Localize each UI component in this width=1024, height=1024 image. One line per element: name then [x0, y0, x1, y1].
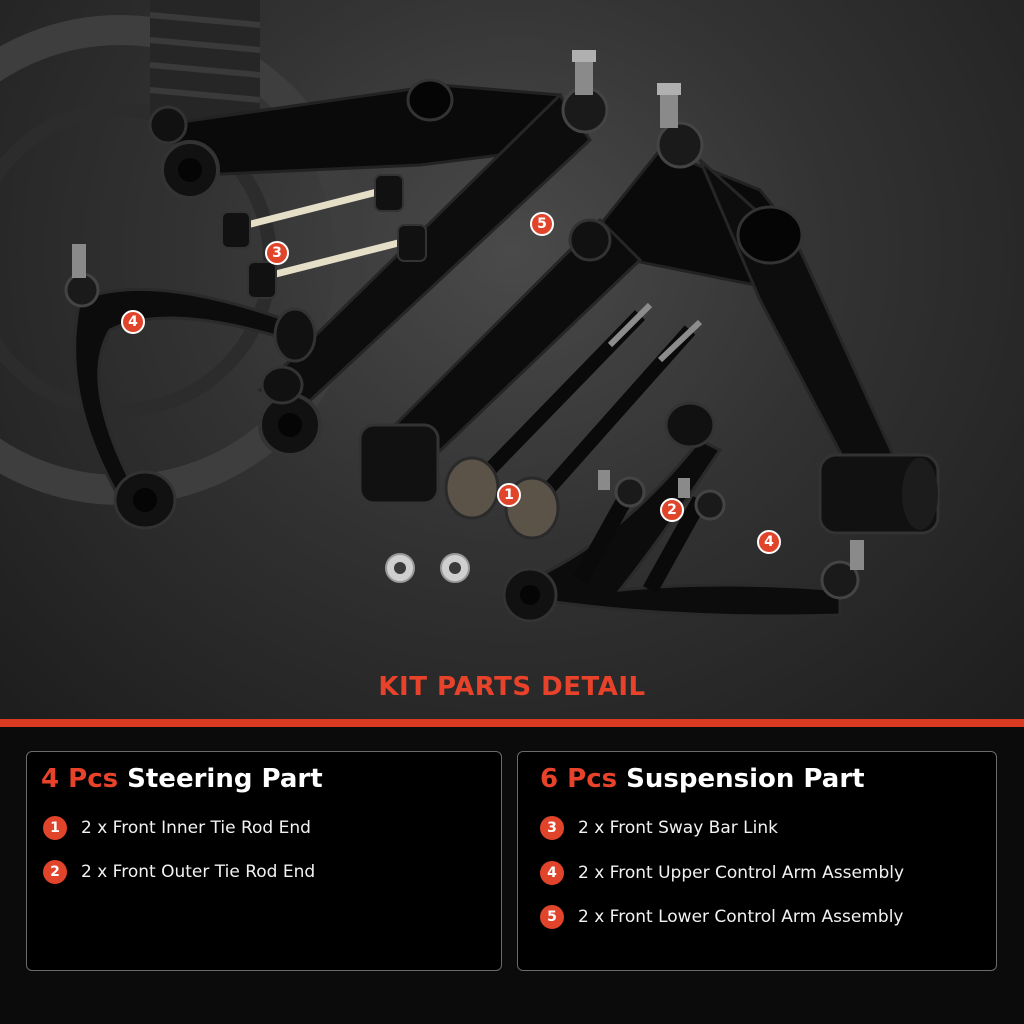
steering-panel: 4 Pcs Steering Part 1 2 x Front Inner Ti… — [26, 751, 502, 971]
section-title: KIT PARTS DETAIL — [378, 672, 646, 702]
list-item-text: 2 x Front Lower Control Arm Assembly — [578, 907, 904, 927]
lower-control-arm-right — [358, 83, 940, 535]
number-badge: 1 — [43, 816, 67, 840]
callout-badge: 5 — [530, 212, 554, 236]
sway-bar-links — [221, 174, 427, 299]
callout-badge: 1 — [497, 483, 521, 507]
upper-control-arm-right — [502, 401, 864, 623]
number-badge: 2 — [43, 860, 67, 884]
callout-badge: 4 — [121, 310, 145, 334]
lock-washers — [385, 553, 470, 583]
steering-label: Steering Part — [127, 764, 323, 794]
callout-badge: 3 — [265, 241, 289, 265]
outer-tie-rods — [573, 470, 726, 594]
suspension-label: Suspension Part — [626, 764, 865, 794]
suspension-panel: 6 Pcs Suspension Part 3 2 x Front Sway B… — [517, 751, 997, 971]
suspension-panel-title: 6 Pcs Suspension Part — [540, 764, 865, 794]
list-item: 3 2 x Front Sway Bar Link — [540, 815, 778, 841]
number-badge: 5 — [540, 905, 564, 929]
steering-panel-title: 4 Pcs Steering Part — [41, 764, 323, 794]
number-badge: 4 — [540, 861, 564, 885]
list-item: 4 2 x Front Upper Control Arm Assembly — [540, 860, 904, 886]
steering-count: 4 Pcs — [41, 764, 119, 794]
list-item: 1 2 x Front Inner Tie Rod End — [43, 815, 311, 841]
callout-badge: 4 — [757, 530, 781, 554]
callout-badge: 2 — [660, 498, 684, 522]
number-badge: 3 — [540, 816, 564, 840]
product-illustration — [0, 0, 940, 623]
list-item-text: 2 x Front Inner Tie Rod End — [81, 818, 311, 838]
product-image-area: 5 3 4 1 2 4 — [0, 0, 1024, 720]
list-item: 5 2 x Front Lower Control Arm Assembly — [540, 904, 904, 930]
suspension-count: 6 Pcs — [540, 764, 618, 794]
list-item: 2 2 x Front Outer Tie Rod End — [43, 859, 315, 885]
list-item-text: 2 x Front Sway Bar Link — [578, 818, 778, 838]
list-item-text: 2 x Front Outer Tie Rod End — [81, 862, 316, 882]
upper-control-arm-left — [64, 244, 317, 530]
list-item-text: 2 x Front Upper Control Arm Assembly — [578, 863, 905, 883]
divider — [0, 719, 1024, 727]
